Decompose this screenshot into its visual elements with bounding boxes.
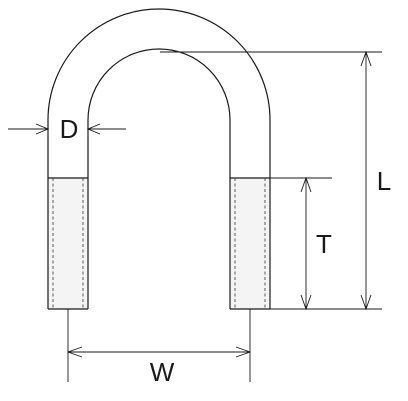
- outer-contour: [47, 8, 271, 309]
- thread-length-label: T: [316, 229, 332, 259]
- diameter-dimension: D: [8, 114, 126, 144]
- width-right-arrowhead: [235, 346, 252, 358]
- thread-length-bottom-arrowhead: [300, 294, 312, 311]
- inner-contour: [87, 48, 231, 309]
- thread-length-dimension: T: [300, 176, 332, 311]
- diameter-label: D: [60, 114, 79, 144]
- left-thread-region: [48, 178, 88, 309]
- u-bolt-body: [47, 8, 271, 310]
- overall-length-bottom-arrowhead: [360, 294, 372, 311]
- extension-lines: [67, 51, 382, 382]
- width-label: W: [150, 357, 175, 387]
- right-thread-region: [230, 178, 270, 309]
- overall-length-dimension: L: [360, 50, 391, 311]
- diameter-right-arrowhead: [86, 123, 101, 135]
- overall-length-label: L: [377, 166, 391, 196]
- overall-length-top-arrowhead: [360, 50, 372, 67]
- width-dimension: W: [66, 346, 252, 387]
- diameter-left-arrowhead: [35, 123, 50, 135]
- width-left-arrowhead: [66, 346, 83, 358]
- thread-length-top-arrowhead: [300, 176, 312, 193]
